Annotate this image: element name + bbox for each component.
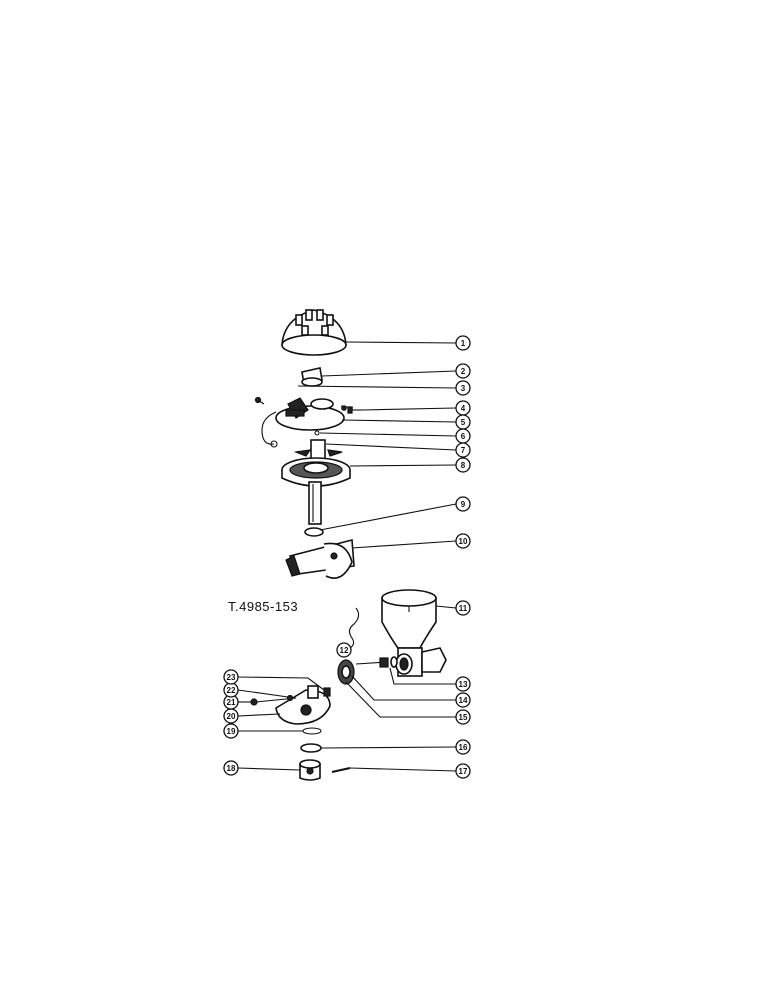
callout-leader-23 bbox=[237, 676, 325, 691]
callout-leader-18 bbox=[237, 767, 301, 771]
callout-circle-17 bbox=[455, 763, 471, 779]
callout-label-5: 5 bbox=[461, 418, 466, 427]
drive-coupling bbox=[299, 759, 321, 781]
callout-label-18: 18 bbox=[227, 764, 236, 773]
callout-circle-12 bbox=[336, 642, 352, 658]
callout-circle-14 bbox=[455, 692, 471, 708]
rotor bbox=[301, 367, 323, 387]
callout-leader-15 bbox=[345, 681, 456, 718]
callout-leader-5 bbox=[341, 419, 457, 423]
clamp-assembly bbox=[250, 685, 331, 725]
callout-leader-7 bbox=[325, 443, 457, 451]
callout-circle-11 bbox=[455, 600, 471, 616]
o-ring bbox=[302, 727, 322, 735]
callout-leader-20 bbox=[237, 713, 281, 717]
callout-label-14: 14 bbox=[459, 696, 468, 705]
callout-leader-11 bbox=[435, 605, 457, 609]
thrust-washer bbox=[304, 527, 324, 537]
distributor-housing bbox=[281, 457, 351, 525]
drive-screw bbox=[355, 657, 389, 668]
retaining-pin bbox=[331, 767, 351, 773]
cam-springs bbox=[293, 439, 343, 463]
callout-label-6: 6 bbox=[461, 432, 466, 441]
callout-label-12: 12 bbox=[340, 646, 349, 655]
callout-label-13: 13 bbox=[459, 680, 468, 689]
callout-leader-3 bbox=[297, 385, 457, 389]
callout-label-16: 16 bbox=[459, 743, 468, 752]
callout-leader-6 bbox=[319, 432, 457, 437]
callout-label-11: 11 bbox=[459, 604, 468, 613]
callout-label-8: 8 bbox=[461, 461, 466, 470]
drive-gear bbox=[337, 659, 355, 685]
callout-label-10: 10 bbox=[459, 537, 468, 546]
callout-label-19: 19 bbox=[227, 727, 236, 736]
mounting-flange bbox=[285, 538, 355, 579]
callout-leader-14 bbox=[351, 675, 456, 701]
shim bbox=[390, 656, 398, 668]
callout-leader-2 bbox=[321, 370, 457, 377]
callout-label-22: 22 bbox=[227, 686, 236, 695]
callout-leader-22 bbox=[237, 689, 289, 698]
callout-label-17: 17 bbox=[459, 767, 468, 776]
callout-label-21: 21 bbox=[227, 698, 236, 707]
callout-label-2: 2 bbox=[461, 367, 466, 376]
callout-circle-23 bbox=[223, 669, 239, 685]
callout-label-1: 1 bbox=[461, 339, 466, 348]
callout-label-15: 15 bbox=[459, 713, 468, 722]
callout-circle-18 bbox=[223, 760, 239, 776]
callout-circle-8 bbox=[455, 457, 471, 473]
callout-label-3: 3 bbox=[461, 384, 466, 393]
callout-circle-16 bbox=[455, 739, 471, 755]
callout-leader-8 bbox=[349, 464, 457, 467]
callout-circle-13 bbox=[455, 676, 471, 692]
callout-circle-10 bbox=[455, 533, 471, 549]
callout-leader-10 bbox=[351, 540, 457, 549]
callout-leader-9 bbox=[319, 503, 457, 531]
callout-circle-3 bbox=[455, 380, 471, 396]
distributor-cap bbox=[281, 309, 347, 356]
breaker-plate-assembly bbox=[254, 396, 354, 448]
callout-label-23: 23 bbox=[227, 673, 236, 682]
callout-circle-7 bbox=[455, 442, 471, 458]
callout-circle-9 bbox=[455, 496, 471, 512]
callout-circle-15 bbox=[455, 709, 471, 725]
callout-leader-4 bbox=[361, 407, 457, 411]
callout-leader-1 bbox=[345, 341, 457, 344]
callout-label-9: 9 bbox=[461, 500, 466, 509]
callout-circle-1 bbox=[455, 335, 471, 351]
callout-circle-2 bbox=[455, 363, 471, 379]
figure-code: T.4985-153 bbox=[228, 599, 298, 614]
callout-leader-17 bbox=[349, 767, 457, 772]
small-washer bbox=[314, 430, 320, 436]
spring-clip bbox=[348, 607, 360, 649]
sealing-washer bbox=[300, 743, 322, 753]
callout-leader-13 bbox=[389, 667, 456, 685]
callout-label-4: 4 bbox=[461, 404, 466, 413]
lower-housing bbox=[381, 589, 447, 677]
callout-label-7: 7 bbox=[461, 446, 466, 455]
callout-label-20: 20 bbox=[227, 712, 236, 721]
screw-small bbox=[347, 406, 362, 414]
callout-leader-16 bbox=[320, 746, 457, 749]
callout-circle-19 bbox=[223, 723, 239, 739]
